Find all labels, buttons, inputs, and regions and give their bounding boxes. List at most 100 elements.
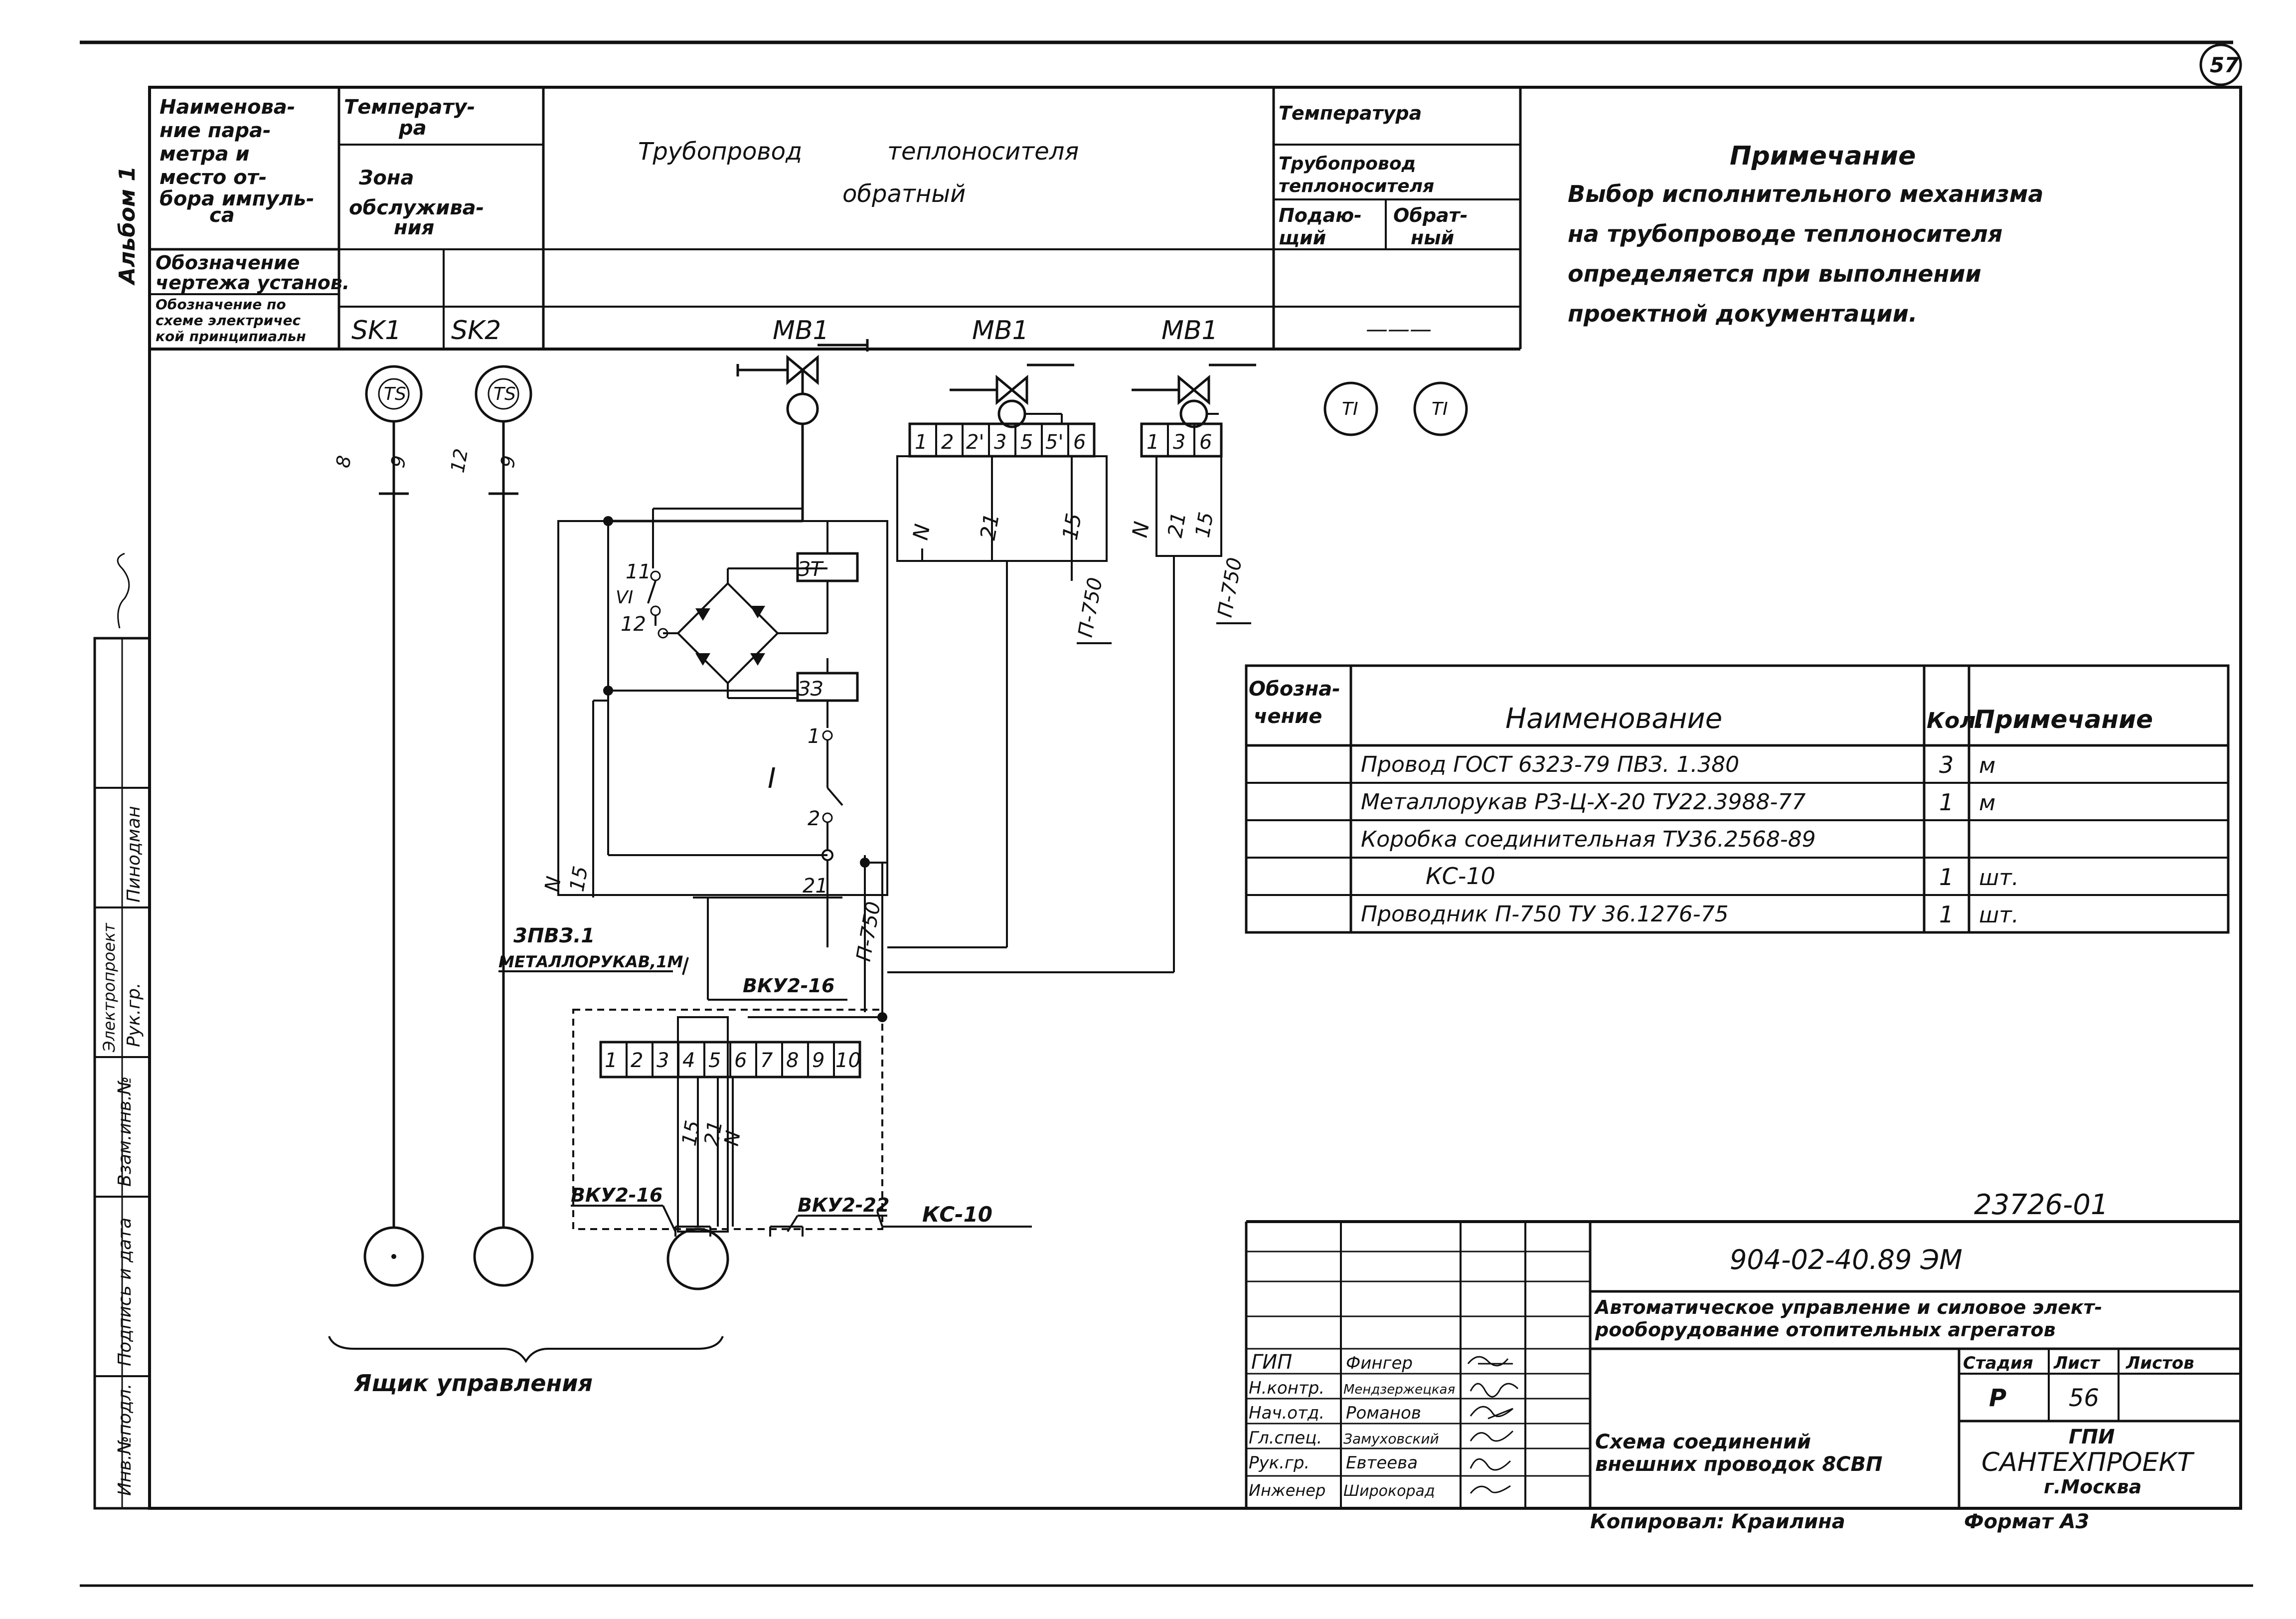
- kc10-cell-2: 2: [631, 1049, 643, 1072]
- contact-11: 11: [626, 560, 651, 583]
- role-1: ГИП: [1251, 1351, 1292, 1374]
- kc10-cell-3: 3: [656, 1049, 669, 1072]
- junction-box-kc10: [572, 863, 1032, 1237]
- note-title: Примечание: [1730, 141, 1916, 171]
- wire-9-b: 9: [496, 454, 520, 469]
- cable-note-1: 3ПВЗ.1: [513, 924, 595, 947]
- tb1-cell-7: 6: [1073, 431, 1086, 454]
- control-box-brace: [328, 1336, 724, 1363]
- spec-row-2-qty: 1: [1939, 789, 1954, 816]
- note-line-3: определяется при выполнении: [1568, 260, 1981, 287]
- tb2-wire-21: 21: [1164, 511, 1191, 540]
- left-strip-label-6: Пинодман: [124, 806, 144, 902]
- spec-row-5-name: Проводник П-750 ТУ 36.1276-75: [1361, 901, 1729, 927]
- sensor-ts-2: [475, 365, 532, 1227]
- contact-2: 2: [808, 807, 820, 830]
- contact-vi: VI: [616, 587, 633, 608]
- circuit-wire-15: 15: [566, 865, 593, 894]
- control-circuit: [557, 491, 888, 1012]
- copied-by: Копировал: Краилина: [1590, 1510, 1845, 1533]
- sheet-label: Лист: [2053, 1353, 2101, 1373]
- stage-value: Р: [1989, 1384, 2006, 1412]
- spec-header-name: Наименование: [1505, 703, 1722, 735]
- wire-9-a: 9: [387, 454, 411, 469]
- sheet-title-2: внешних проводок 8СВП: [1595, 1453, 1883, 1476]
- signatures: [1467, 1356, 1519, 1494]
- note-line-2: на трубопроводе теплоносителя: [1568, 220, 2002, 247]
- tb2-wire-15: 15: [1191, 511, 1218, 540]
- wire-12: 12: [447, 447, 473, 474]
- format-label: Формат А3: [1964, 1510, 2089, 1533]
- kc10-cell-9: 9: [812, 1049, 824, 1072]
- title-block: [1245, 1220, 2241, 1508]
- left-strip-label-3: Взам.инв.№: [115, 1076, 135, 1187]
- tb1-cell-2: 2: [941, 431, 954, 454]
- temp-header: Температу-ра: [344, 96, 475, 140]
- tb2-cell-1: 1: [1147, 431, 1159, 454]
- kc10-wire-15: 15: [678, 1119, 705, 1148]
- stamp-number: 23726-01: [1974, 1189, 2109, 1221]
- control-box-caption: Ящик управления: [353, 1370, 593, 1397]
- terminal-block-2: [1140, 422, 1223, 557]
- relay-3z-label: ЗЗ: [798, 678, 823, 701]
- spec-row-2-note: м: [1979, 790, 1995, 816]
- circuit-wire-n: N: [541, 875, 566, 893]
- tb1-cell-1: 1: [915, 431, 927, 454]
- tb1-cell-3: 2': [966, 431, 984, 454]
- handwritten-signature: [117, 552, 130, 629]
- supply-header: Подаю-щий: [1279, 204, 1362, 249]
- cable-note-2: МЕТАЛЛОРУКАВ,1М: [498, 952, 683, 971]
- sensor-ts-1-label: TS: [384, 384, 406, 404]
- valve-mb1-second: [950, 363, 1074, 428]
- sheet-title-1: Схема соединений: [1595, 1431, 1811, 1453]
- sensor-ti-1: [1323, 381, 1378, 436]
- sensor-ti-2: [1413, 381, 1468, 436]
- kc10-wire-21: 21: [700, 1119, 727, 1148]
- role-4: Гл.спец.: [1249, 1428, 1322, 1448]
- title-code: 904-02-40.89 ЭМ: [1730, 1244, 1963, 1275]
- drawing-border: [148, 86, 2242, 1510]
- left-strip-label-5: Рук.гр.: [124, 983, 144, 1047]
- box-circle-1: [363, 1226, 424, 1287]
- designation-sk2: SK2: [451, 316, 501, 346]
- vku2-16-bottom: ВКУ2-16: [571, 1184, 662, 1206]
- box-circle-2: [473, 1226, 534, 1287]
- project-title-1: Автоматическое управление и силовое элек…: [1594, 1296, 2102, 1318]
- kc10-cell-7: 7: [760, 1049, 773, 1072]
- vku2-22-label: ВКУ2-22: [798, 1194, 889, 1216]
- wire-8: 8: [332, 454, 356, 469]
- note-line-1: Выбор исполнительного механизма: [1568, 180, 2043, 207]
- tb1-cell-5: 5: [1020, 431, 1033, 454]
- kc10-wire-n: N: [720, 1129, 745, 1147]
- designation-mb1-c: MB1: [1161, 316, 1218, 346]
- vku2-16-top: ВКУ2-16: [743, 975, 834, 997]
- terminal-block-1: [896, 422, 1108, 562]
- spec-row-3-name: Коробка соединительная ТУ36.2568-89: [1361, 827, 1816, 852]
- name-2: Мендзержецкая: [1343, 1382, 1455, 1397]
- box-circle-3: [666, 1228, 729, 1290]
- header-table: [150, 87, 1522, 351]
- tb2-cell-3: 6: [1199, 431, 1212, 454]
- tb1-wire-21: 21: [976, 512, 1004, 542]
- tb1-p750: П-750: [1074, 576, 1107, 639]
- kc10-cell-1: 1: [605, 1049, 617, 1072]
- note-line-4: проектной документации.: [1568, 300, 1917, 327]
- spec-row-2-name: Металлорукав РЗ-Ц-Х-20 ТУ22.3988-77: [1361, 789, 1805, 815]
- left-strip-label-2: Подпись и дата: [115, 1218, 135, 1366]
- spec-row-5-note: шт.: [1979, 902, 2019, 928]
- designation-mb1-a: MB1: [773, 316, 829, 346]
- spec-row-4-note: шт.: [1979, 865, 2019, 891]
- tb1-cell-6: 5': [1045, 431, 1063, 454]
- circuit-p750: П-750: [852, 900, 885, 963]
- name-5: Евтеева: [1346, 1453, 1418, 1473]
- contact-1: 1: [808, 725, 820, 748]
- project-title-2: рооборудование отопительных агрегатов: [1595, 1319, 2056, 1341]
- stage-label: Стадия: [1963, 1353, 2033, 1373]
- circuit-wire-21: 21: [803, 875, 828, 898]
- sheet-value: 56: [2069, 1384, 2099, 1412]
